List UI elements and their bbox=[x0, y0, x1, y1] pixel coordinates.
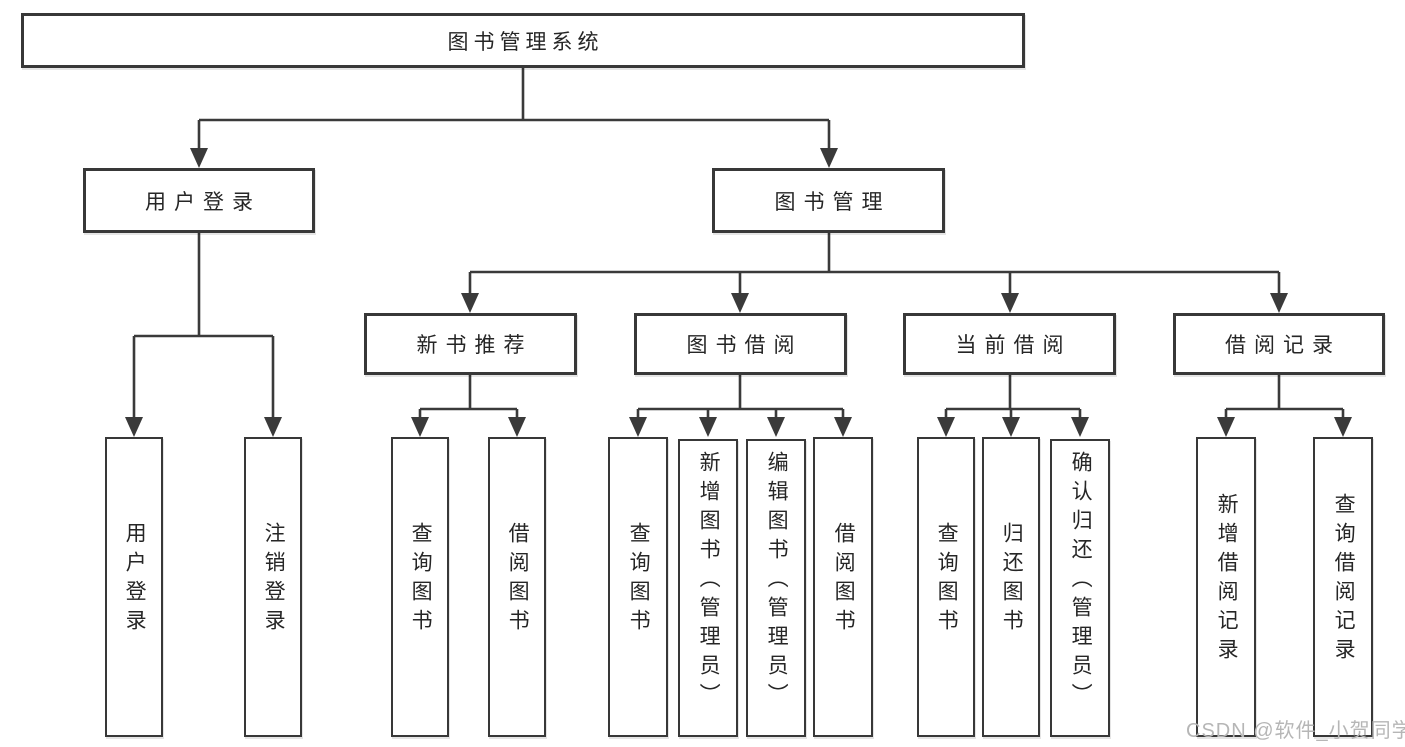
node-query-book-1-label: 查询图书 bbox=[409, 522, 433, 638]
node-new-book-rec: 新书推荐 bbox=[364, 313, 577, 375]
node-add-book-admin-label: 新增图书（管理员） bbox=[697, 450, 721, 712]
node-borrow-book-2-label: 借阅图书 bbox=[832, 522, 856, 638]
node-root: 图书管理系统 bbox=[21, 13, 1025, 68]
node-query-book-1: 查询图书 bbox=[391, 437, 449, 737]
node-add-book-admin: 新增图书（管理员） bbox=[678, 439, 738, 737]
node-user-login-group-label: 用户登录 bbox=[145, 190, 261, 214]
node-return-book: 归还图书 bbox=[982, 437, 1040, 737]
node-confirm-return-admin-label: 确认归还（管理员） bbox=[1069, 450, 1093, 712]
connector-paths bbox=[132, 68, 1345, 421]
node-add-borrow-record: 新增借阅记录 bbox=[1196, 437, 1256, 737]
node-user-login: 用户登录 bbox=[105, 437, 163, 737]
node-borrow-book-1-label: 借阅图书 bbox=[506, 522, 530, 638]
node-book-borrow: 图书借阅 bbox=[634, 313, 847, 375]
csdn-watermark: CSDN @软件_小贺同学 bbox=[1186, 720, 1405, 742]
node-logout-label: 注销登录 bbox=[262, 522, 286, 638]
node-book-mgmt: 图书管理 bbox=[712, 168, 945, 233]
node-book-borrow-label: 图书借阅 bbox=[686, 334, 803, 357]
node-borrow-book-1: 借阅图书 bbox=[488, 437, 546, 737]
node-query-book-2: 查询图书 bbox=[608, 437, 668, 737]
node-new-book-rec-label: 新书推荐 bbox=[416, 334, 533, 357]
node-query-book-2-label: 查询图书 bbox=[627, 522, 651, 638]
node-add-borrow-record-label: 新增借阅记录 bbox=[1215, 493, 1239, 667]
node-user-login-group: 用户登录 bbox=[83, 168, 315, 233]
arrowheads bbox=[125, 148, 1352, 437]
node-borrow-records: 借阅记录 bbox=[1173, 313, 1385, 375]
node-query-borrow-record-label: 查询借阅记录 bbox=[1332, 493, 1356, 667]
node-edit-book-admin-label: 编辑图书（管理员） bbox=[765, 450, 789, 712]
node-query-book-3-label: 查询图书 bbox=[935, 522, 959, 638]
node-current-borrow-label: 当前借阅 bbox=[955, 334, 1072, 357]
node-root-label: 图书管理系统 bbox=[447, 30, 604, 54]
node-borrow-book-2: 借阅图书 bbox=[813, 437, 873, 737]
node-return-book-label: 归还图书 bbox=[1000, 522, 1024, 638]
node-book-mgmt-label: 图书管理 bbox=[774, 190, 891, 214]
node-query-book-3: 查询图书 bbox=[917, 437, 975, 737]
node-logout: 注销登录 bbox=[244, 437, 302, 737]
node-borrow-records-label: 借阅记录 bbox=[1225, 334, 1341, 357]
node-edit-book-admin: 编辑图书（管理员） bbox=[746, 439, 806, 737]
node-user-login-label: 用户登录 bbox=[123, 522, 147, 638]
node-query-borrow-record: 查询借阅记录 bbox=[1313, 437, 1373, 737]
node-current-borrow: 当前借阅 bbox=[903, 313, 1116, 375]
node-confirm-return-admin: 确认归还（管理员） bbox=[1050, 439, 1110, 737]
